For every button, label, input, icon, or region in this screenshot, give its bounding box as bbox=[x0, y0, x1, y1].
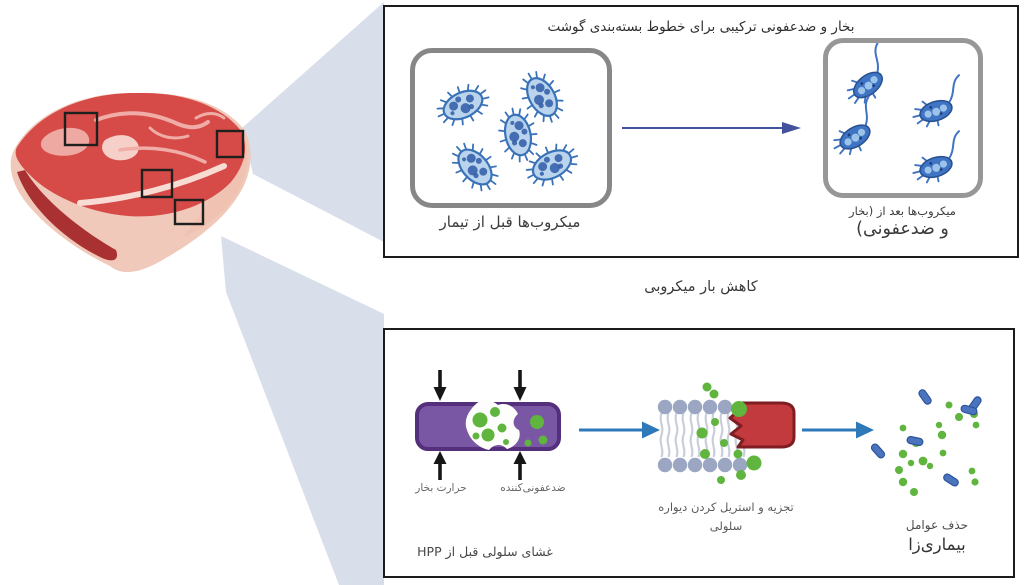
microbe-icon bbox=[833, 95, 871, 156]
after-treatment-label-line1: میکروب‌ها بعد از (بخار bbox=[849, 204, 956, 218]
process-arrow-2-icon bbox=[802, 421, 874, 439]
cell-membrane-icon bbox=[415, 400, 561, 451]
microbe-icon bbox=[846, 42, 884, 104]
microbe-icon bbox=[498, 107, 538, 163]
bacterium-fragment-icon bbox=[918, 389, 932, 405]
microbes-before-box bbox=[410, 48, 612, 208]
panel-title: بخار و ضدعفونی ترکیبی برای خطوط بسته‌بند… bbox=[547, 19, 855, 35]
microbe-icon bbox=[436, 83, 490, 126]
leaking-particles bbox=[696, 382, 762, 484]
lysis-caption-line1: تجزیه و استریل کردن دیواره bbox=[658, 500, 794, 514]
hpp-graphic bbox=[415, 370, 982, 496]
microbe-icon bbox=[525, 143, 579, 187]
steam-heat-label: حرارت بخار bbox=[415, 482, 467, 494]
bacterium-fragment-icon bbox=[960, 404, 978, 416]
sampling-square bbox=[173, 198, 205, 226]
microbe-icon bbox=[912, 74, 961, 128]
microbes-after-box bbox=[823, 38, 983, 198]
sampling-squares bbox=[63, 111, 245, 226]
sampling-square bbox=[140, 168, 174, 199]
microbe-icon bbox=[520, 70, 564, 123]
pathogen-debris-icon bbox=[870, 389, 982, 496]
process-arrow-1-icon bbox=[579, 421, 660, 439]
after-treatment-label-line2: و ضدعفونی) bbox=[856, 219, 949, 239]
meat-illustration bbox=[10, 92, 251, 273]
disinfectant-particles bbox=[472, 407, 548, 447]
sampling-square bbox=[63, 111, 99, 147]
microbe-icon bbox=[912, 130, 961, 184]
hpp-panel: حرارت بخار ضدعفونی‌کننده غشای سلولی قبل … bbox=[383, 328, 1015, 578]
before-treatment-label: میکروب‌ها قبل از تیمار bbox=[439, 213, 581, 231]
treatment-arrow-icon bbox=[622, 122, 801, 134]
pressure-arrows-icon bbox=[433, 370, 527, 480]
microbes-after-icon bbox=[833, 42, 961, 184]
microbe-icon bbox=[451, 142, 499, 192]
bacterium-fragment-icon bbox=[906, 435, 924, 447]
bacterium-fragment-icon bbox=[943, 473, 959, 487]
pathogen-removal-caption-line1: حذف عوامل bbox=[905, 518, 969, 532]
damaged-cell-icon bbox=[728, 401, 796, 449]
microbes-before-icon bbox=[436, 70, 579, 192]
bacterium-fragment-icon bbox=[870, 443, 886, 459]
steam-disinfection-panel: بخار و ضدعفونی ترکیبی برای خطوط بسته‌بند… bbox=[383, 5, 1019, 258]
lysis-caption-line2: سلولی bbox=[709, 519, 743, 533]
membrane-before-hpp-caption: غشای سلولی قبل از HPP bbox=[417, 544, 553, 559]
disinfectant-label: ضدعفونی‌کننده bbox=[500, 482, 566, 494]
microbial-load-reduction-label: کاهش بار میکروبی bbox=[644, 279, 758, 295]
pathogen-removal-caption-line2: بیماری‌زا bbox=[908, 535, 966, 554]
magnification-cones bbox=[221, 2, 384, 585]
sampling-square bbox=[215, 129, 245, 159]
